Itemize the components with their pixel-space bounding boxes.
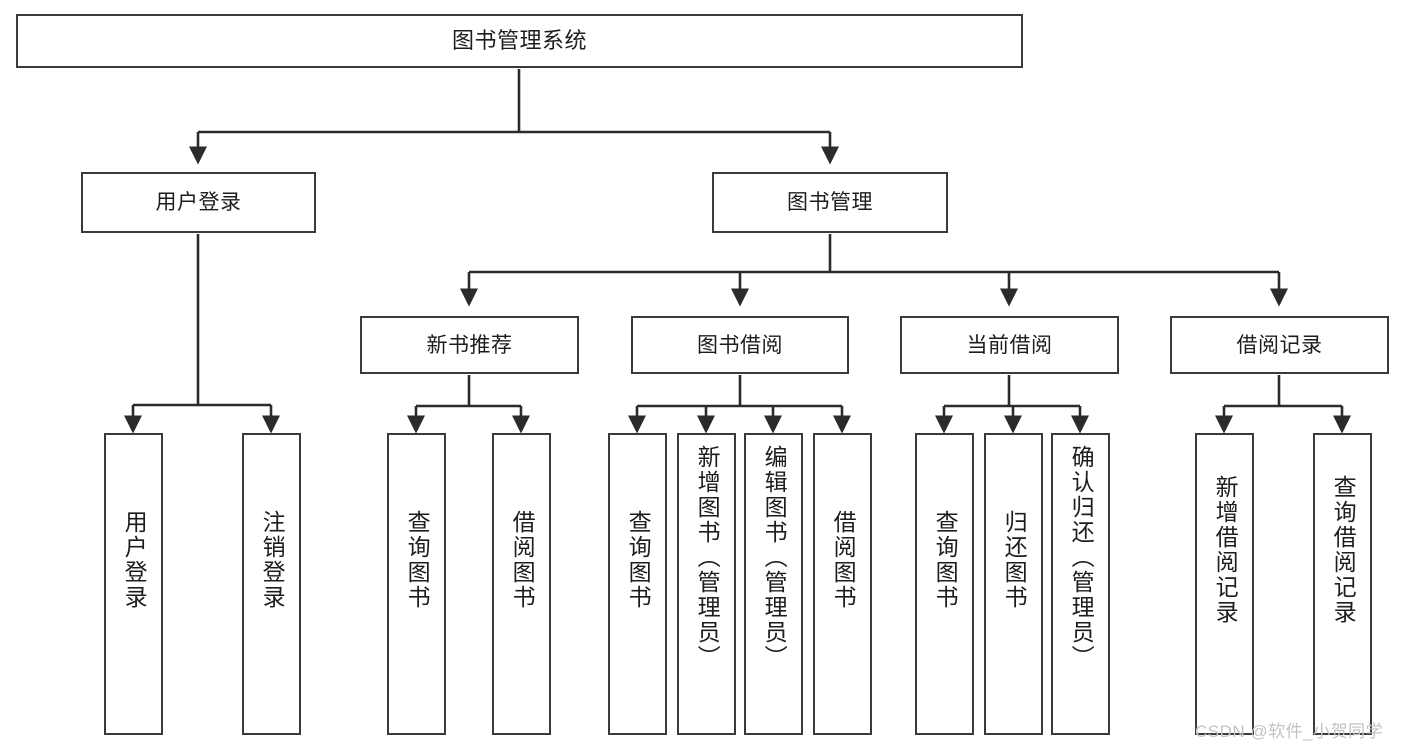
node-root-system[interactable]: 图书管理系统 — [16, 14, 1023, 68]
leaf-user-login[interactable]: 用户登录 — [104, 433, 163, 735]
node-label: 注销登录 — [259, 510, 286, 610]
leaf-logout-login[interactable]: 注销登录 — [242, 433, 301, 735]
leaf-confirm-return-admin[interactable]: 确认归还（管理员） — [1051, 433, 1110, 735]
node-label: 查询图书 — [625, 510, 652, 610]
node-label: 图书管理 — [787, 191, 873, 214]
node-new-book-recommend[interactable]: 新书推荐 — [360, 316, 579, 374]
leaf-return-book[interactable]: 归还图书 — [984, 433, 1043, 735]
node-label: 新书推荐 — [426, 333, 513, 357]
node-label: 编辑图书（管理员） — [761, 445, 788, 670]
leaf-query-book-current[interactable]: 查询图书 — [915, 433, 974, 735]
node-label: 用户登录 — [121, 510, 148, 610]
node-label: 借阅图书 — [830, 510, 857, 610]
leaf-query-borrow-record[interactable]: 查询借阅记录 — [1313, 433, 1372, 735]
node-label: 查询图书 — [932, 510, 959, 610]
leaf-add-borrow-record[interactable]: 新增借阅记录 — [1195, 433, 1254, 735]
node-label: 查询图书 — [404, 510, 431, 610]
node-label: 当前借阅 — [966, 333, 1053, 357]
watermark-credit: CSDN @软件_小贺同学 — [1195, 722, 1384, 741]
node-borrow-record[interactable]: 借阅记录 — [1170, 316, 1389, 374]
node-label: 图书管理系统 — [451, 28, 587, 53]
leaf-add-book-admin[interactable]: 新增图书（管理员） — [677, 433, 736, 735]
node-book-manage[interactable]: 图书管理 — [712, 172, 948, 233]
node-label: 确认归还（管理员） — [1068, 445, 1095, 670]
node-label: 归还图书 — [1001, 510, 1028, 610]
node-label: 查询借阅记录 — [1330, 475, 1357, 625]
node-current-borrow[interactable]: 当前借阅 — [900, 316, 1119, 374]
node-user-login[interactable]: 用户登录 — [81, 172, 316, 233]
leaf-borrow-book-borrow[interactable]: 借阅图书 — [813, 433, 872, 735]
leaf-edit-book-admin[interactable]: 编辑图书（管理员） — [744, 433, 803, 735]
node-label: 图书借阅 — [697, 333, 783, 357]
node-label: 借阅记录 — [1236, 333, 1323, 357]
leaf-query-book-borrow[interactable]: 查询图书 — [608, 433, 667, 735]
node-label: 新增借阅记录 — [1212, 475, 1239, 625]
node-book-borrow[interactable]: 图书借阅 — [631, 316, 849, 374]
node-label: 借阅图书 — [509, 510, 536, 610]
node-label: 新增图书（管理员） — [694, 445, 721, 670]
leaf-borrow-book-recommend[interactable]: 借阅图书 — [492, 433, 551, 735]
node-label: 用户登录 — [155, 191, 242, 214]
leaf-query-book-recommend[interactable]: 查询图书 — [387, 433, 446, 735]
